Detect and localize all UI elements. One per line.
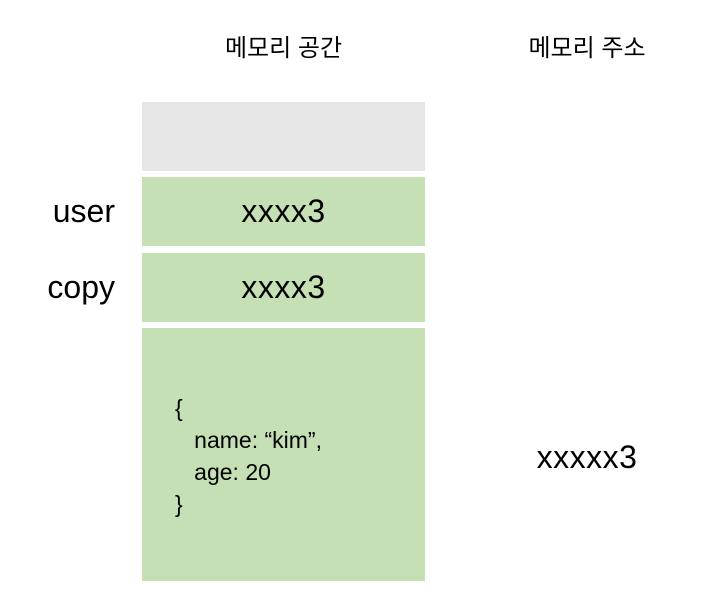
object-literal-text: { name: “kim”, age: 20 } — [175, 395, 322, 517]
user-variable-label: user — [52, 193, 115, 229]
memory-space-header: 메모리 공간 — [224, 35, 343, 62]
user-cell-value: xxxx3 — [241, 193, 326, 229]
memory-address-header: 메모리 주소 — [528, 35, 646, 62]
copy-cell-value: xxxx3 — [241, 269, 326, 305]
user-memory-cell: xxxx3 — [142, 177, 425, 246]
object-memory-address: xxxxx3 — [536, 438, 638, 475]
empty-memory-cell — [142, 102, 425, 171]
copy-variable-label: copy — [47, 269, 115, 305]
copy-memory-cell: xxxx3 — [142, 253, 425, 322]
object-memory-cell: { name: “kim”, age: 20 } — [142, 328, 425, 581]
